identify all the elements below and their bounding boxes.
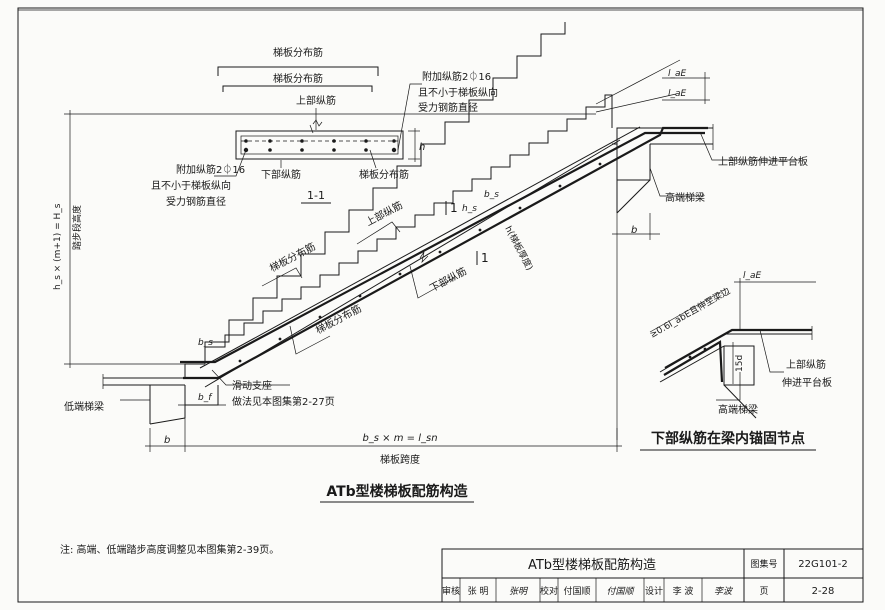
section-1-1: 梯板分布筋 梯板分布筋 上部纵筋 h 附加纵筋2⏀16 且不小于梯板纵向 受力钢… (151, 46, 498, 208)
detail-upper-bar (664, 328, 812, 369)
step-profile (204, 94, 613, 364)
thickness-label: h(梯板厚度) (502, 224, 535, 273)
dist-bar-dots (238, 162, 602, 363)
slab-section (235, 130, 404, 160)
b1-label: b_f (198, 393, 213, 403)
span-label: 梯板跨度 (380, 453, 420, 466)
dist-bar-a-label: 梯板分布筋 (267, 240, 317, 275)
dist-bar-b-label: 梯板分布筋 (313, 302, 363, 337)
bs-top-label: b_s (484, 190, 499, 200)
upper-bar-into-slab-label: 上部纵筋伸进平台板 (718, 155, 808, 168)
lower-long-bar (183, 126, 708, 380)
dist-bar-label: 梯板分布筋 (359, 168, 409, 181)
la-top-label-2: l_aE (668, 89, 687, 99)
la-top-label: l_aE (668, 69, 687, 79)
height-sub-label: 踏步段高度 (71, 205, 83, 250)
sheet-frame (17, 7, 864, 603)
h-label: h (419, 142, 425, 153)
upper-long-bar (180, 131, 705, 364)
reviewer-signature: 张明 (509, 586, 529, 597)
detail-upper-bar-1: 上部纵筋 (786, 358, 826, 371)
lower-long-bar-label: 下部纵筋 (261, 168, 301, 181)
add-bar-right-3: 受力钢筋直径 (418, 101, 478, 114)
slide-support-2: 做法见本图集第2-27页 (232, 395, 335, 408)
designer-signature: 李波 (714, 586, 734, 597)
review-label: 审核 (442, 585, 460, 597)
checker: 付国顺 (563, 586, 590, 597)
top-dist-bar-label-2: 梯板分布筋 (273, 72, 323, 85)
cut-mark-b: 1 (481, 251, 489, 265)
low-beam-label: 低端梯梁 (64, 400, 104, 413)
detail-high-beam-label: 高端梯梁 (718, 403, 758, 416)
atlas-no: 22G101-2 (798, 559, 848, 570)
detail-title: 下部纵筋在梁内锚固节点 (651, 430, 805, 447)
title-block-title: ATb型楼梯板配筋构造 (528, 557, 656, 573)
cut-mark-a: 1 (450, 201, 458, 215)
title-block: ATb型楼梯板配筋构造 图集号 22G101-2 审核 张 明 张明 校对 付国… (441, 548, 864, 603)
lower-long-bar-label-main: 下部纵筋 (427, 264, 468, 294)
high-beam-label: 高端梯梁 (665, 191, 705, 204)
designer: 李 波 (673, 585, 694, 597)
stair-steps (204, 22, 566, 364)
anchor-label: ≥0.6l_abE且伸至梁边 (648, 285, 733, 341)
note: 注: 高端、低端踏步高度调整见本图集第2-39页。 (60, 543, 279, 556)
fifteen-d-label: 15d (735, 355, 745, 372)
upper-long-bar-label: 上部纵筋 (296, 94, 336, 107)
section-bars (243, 139, 397, 153)
soffit-line (204, 139, 621, 388)
atlas-no-label: 图集号 (750, 558, 777, 570)
main-title: ATb型楼梯板配筋构造 (326, 483, 467, 500)
add-bar-left-3: 受力钢筋直径 (166, 195, 226, 208)
hs-label: h_s (462, 204, 477, 214)
page-no: 2-28 (812, 586, 835, 597)
add-bar-right-1: 附加纵筋2⏀16 (422, 70, 491, 83)
slide-support-1: 滑动支座 (232, 379, 272, 392)
upper-long-bar-label-main: 上部纵筋 (363, 198, 404, 228)
anchorage-detail: l_aE ≥0.6l_abE且伸至梁边 15d 上部纵筋 伸进平台板 高端梯梁 … (640, 271, 832, 451)
checker-signature: 付国顺 (606, 586, 635, 597)
page-label: 页 (759, 586, 768, 597)
span-dimension: b b_s × m = l_sn 梯板跨度 (145, 418, 622, 466)
add-bar-left-1: 附加纵筋2⏀16 (176, 163, 245, 176)
height-label: h_s × (m+1) = H_s (53, 203, 63, 290)
b-left-label: b (164, 435, 170, 446)
detail-lae-label: l_aE (743, 271, 762, 281)
height-dimension: h_s × (m+1) = H_s 踏步段高度 (53, 110, 596, 368)
detail-lower-bar (663, 340, 724, 383)
b-right-label: b (631, 225, 637, 236)
check-label: 校对 (540, 585, 558, 597)
reviewer: 张 明 (468, 586, 489, 597)
top-dist-bar-line (217, 66, 379, 76)
add-bar-left-2: 且不小于梯板纵向 (151, 179, 231, 192)
detail-upper-bar-2: 伸进平台板 (782, 376, 832, 389)
top-anchor-dims: l_aE l_aE (595, 59, 710, 113)
span-formula-label: b_s × m = l_sn (362, 433, 437, 444)
design-label: 设计 (645, 585, 663, 597)
bs-bottom-label: b_s (198, 338, 213, 348)
add-bar-right-2: 且不小于梯板纵向 (418, 86, 498, 99)
section-label: 1-1 (307, 189, 325, 202)
top-dist-bar-label: 梯板分布筋 (273, 46, 323, 59)
